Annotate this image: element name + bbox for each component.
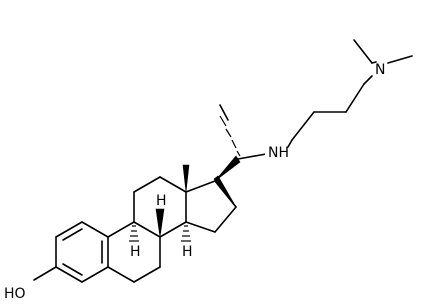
c13-methyl-wedge [182, 164, 190, 193]
c8-h-wedge [155, 208, 165, 238]
nh-ch2-bond [287, 139, 293, 148]
h-c8-label: H [156, 193, 167, 209]
dimethylamino-methyls [353, 39, 413, 64]
ethylenediamine-chain [291, 83, 365, 141]
c14-h-hash [181, 225, 191, 242]
ring-c [133, 176, 187, 238]
ch2-n-bond [363, 75, 373, 85]
hydroxyl-label: HO [4, 286, 26, 302]
c20-methyl-hash [219, 115, 241, 157]
ring-b [107, 221, 161, 283]
amine-nh-label: NH [268, 145, 289, 161]
c20-nh-bond [237, 153, 267, 160]
h-c14-label: H [182, 244, 193, 260]
ring-a-aromatic [55, 221, 109, 283]
d-ring-wedge [213, 175, 237, 208]
n-methyl-up-start [371, 61, 377, 64]
ring-d [185, 180, 237, 233]
hydroxyl-bond [33, 266, 57, 281]
c9-h-hash [129, 225, 139, 242]
amine-n-label: N [375, 62, 385, 78]
h-c9-label: H [130, 244, 141, 260]
c20-methyl-bond [219, 104, 229, 121]
